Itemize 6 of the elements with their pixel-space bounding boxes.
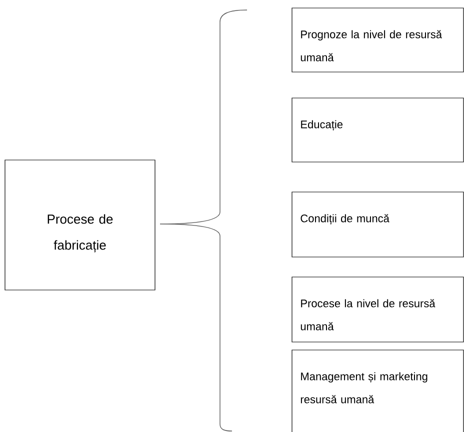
category-box: Procese la nivel de resursă umană: [292, 276, 464, 342]
process-box: Procese de fabricație: [4, 160, 156, 290]
category-box: Condiții de muncă: [292, 192, 464, 258]
category-box: Educație: [292, 98, 464, 162]
category-box: Management și marketing resursă umană: [292, 350, 464, 432]
category-box: Prognoze la nivel de resursă umană: [292, 8, 464, 72]
